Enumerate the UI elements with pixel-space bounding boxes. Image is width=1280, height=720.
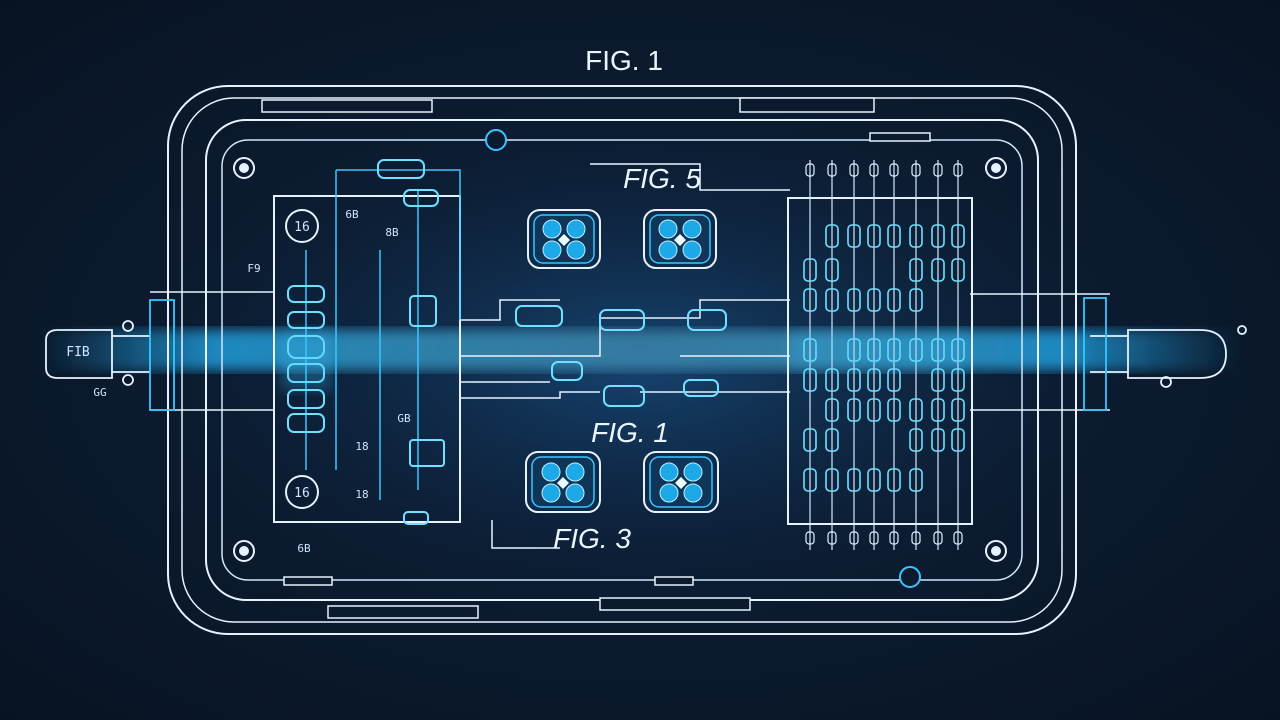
frame-slot	[655, 577, 693, 585]
frame-slot	[870, 133, 930, 141]
frame-slot	[740, 98, 874, 112]
circle-marker-top-label: 16	[294, 220, 310, 235]
frame-node	[486, 130, 506, 150]
component-label: 8B	[385, 226, 399, 239]
frame-slot	[600, 598, 750, 610]
component-label: 18	[355, 440, 368, 453]
frame-slot	[328, 606, 478, 618]
component-label: 6B	[297, 542, 311, 555]
component-label: 18	[355, 488, 368, 501]
component-label: F9	[247, 262, 260, 275]
quad-chip	[644, 452, 718, 512]
quad-chip	[644, 210, 716, 268]
fig-label-bottom-center: FIG. 3	[553, 523, 631, 554]
frame-slot	[284, 577, 332, 585]
fig-label-middle-center: FIG. 1	[591, 417, 669, 448]
quad-chip	[528, 210, 600, 268]
component-label: FIB	[66, 345, 90, 360]
fig-label-upper-center: FIG. 5	[623, 163, 701, 194]
light-beam	[40, 330, 1240, 370]
quad-chip	[526, 452, 600, 512]
component-label: GG	[93, 386, 106, 399]
fig-label-top: FIG. 1	[585, 45, 663, 76]
component-label: GB	[397, 412, 411, 425]
component-label: 6B	[345, 208, 359, 221]
frame-node	[900, 567, 920, 587]
frame-slot	[262, 100, 432, 112]
circle-marker-bottom-label: 16	[294, 486, 310, 501]
